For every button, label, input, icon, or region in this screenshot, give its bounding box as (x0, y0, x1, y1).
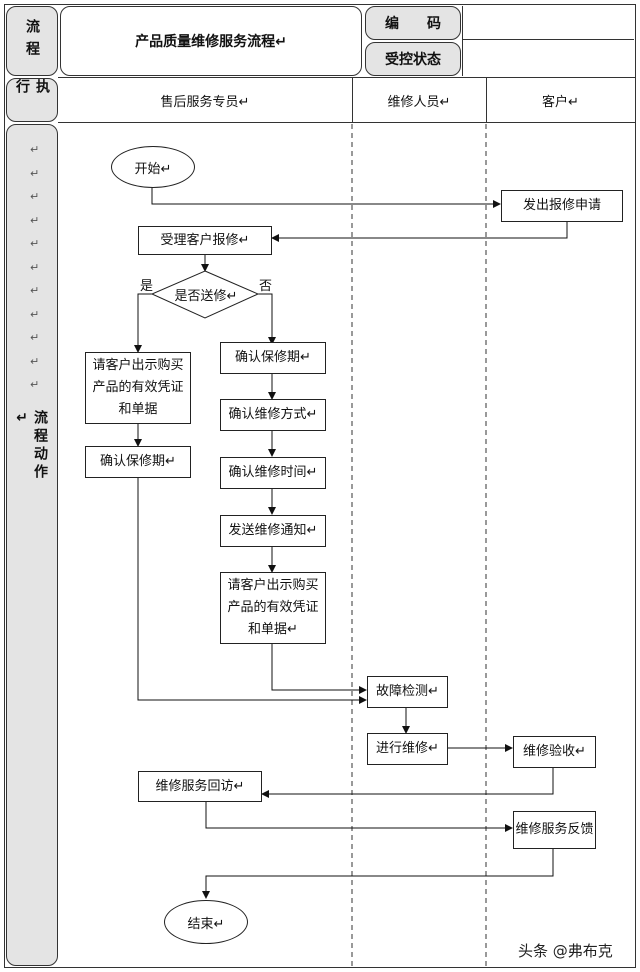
code-label: 编 码 (365, 6, 461, 40)
exec-row-border (58, 77, 636, 123)
flow-left-label: 流程 (6, 6, 58, 76)
confirm-warranty-left-box: 确认保修期↵ (85, 446, 191, 478)
decision-no-label: 否 (259, 279, 273, 294)
confirm-method-box: 确认维修方式↵ (220, 399, 326, 431)
show-voucher-left-box: 请客户出示购买产品的有效凭证和单据 (85, 352, 191, 424)
show-voucher-right-box: 请客户出示购买产品的有效凭证和单据↵ (220, 572, 326, 644)
lane-header-divider-1 (352, 77, 353, 123)
body-left-label (6, 124, 58, 966)
arrow-decision-yes (134, 293, 152, 353)
return-mark: ↵ (30, 237, 40, 250)
lane-header-service: 售后服务专员↵ (160, 94, 250, 110)
return-mark: ↵ (30, 378, 40, 391)
confirm-time-box: 确认维修时间↵ (220, 457, 326, 489)
arrow-apply-to-accept (271, 222, 568, 242)
status-label: 受控状态 (365, 42, 461, 76)
acceptance-box: 维修验收↵ (513, 736, 596, 768)
code-value-cell (462, 6, 634, 40)
decision-yes-label: 是 (140, 279, 154, 294)
page-title: 产品质量维修服务流程↵ (60, 6, 362, 76)
return-mark: ↵ (30, 354, 40, 368)
page-frame (4, 4, 636, 968)
feedback-box: 维修服务反馈 (513, 811, 596, 849)
start-node: 开始↵ (111, 146, 195, 188)
return-mark: ↵ (30, 331, 40, 344)
send-notice-box: 发送维修通知↵ (220, 515, 326, 547)
arrow-acceptance-to-revisit (261, 768, 554, 798)
return-mark: ↵ (30, 284, 40, 297)
return-mark: ↵ (30, 307, 40, 321)
fault-detect-box: 故障检测↵ (367, 676, 448, 708)
return-mark: ↵ (30, 213, 40, 227)
lane-header-repair: 维修人员↵ (387, 94, 451, 110)
return-mark: ↵ (30, 260, 40, 274)
body-left-text: 流程动作↵ (14, 410, 48, 482)
decision-label: 是否送修↵ (174, 288, 238, 304)
lane-header-customer: 客户↵ (542, 94, 579, 110)
return-mark: ↵ (30, 190, 40, 203)
do-repair-box: 进行维修↵ (367, 733, 448, 765)
arrow-feedback-to-end (202, 849, 554, 899)
return-marks: ↵ ↵ ↵ ↵ ↵ ↵ ↵ ↵ ↵ ↵ ↵ (30, 138, 44, 397)
exec-left-label: 执行 (6, 78, 58, 122)
accept-repair-box: 受理客户报修↵ (138, 226, 272, 255)
confirm-warranty-box: 确认保修期↵ (220, 342, 326, 374)
watermark: 头条 @弗布克 (518, 942, 613, 960)
decision-diamond (150, 270, 260, 319)
return-mark: ↵ (30, 166, 40, 180)
return-mark: ↵ (30, 143, 40, 156)
status-value-cell (462, 40, 634, 76)
arrow-voucher-to-fault (271, 644, 367, 694)
arrow-start-to-apply (151, 186, 501, 208)
apply-repair-box: 发出报修申请 (501, 190, 623, 222)
revisit-box: 维修服务回访↵ (138, 771, 262, 802)
arrow-revisit-to-feedback (205, 802, 513, 832)
arrow-warranty-left-to-fault (137, 478, 367, 704)
end-node: 结束↵ (164, 900, 248, 944)
lane-header-divider-2 (486, 77, 487, 123)
arrow-decision-no (258, 293, 276, 345)
